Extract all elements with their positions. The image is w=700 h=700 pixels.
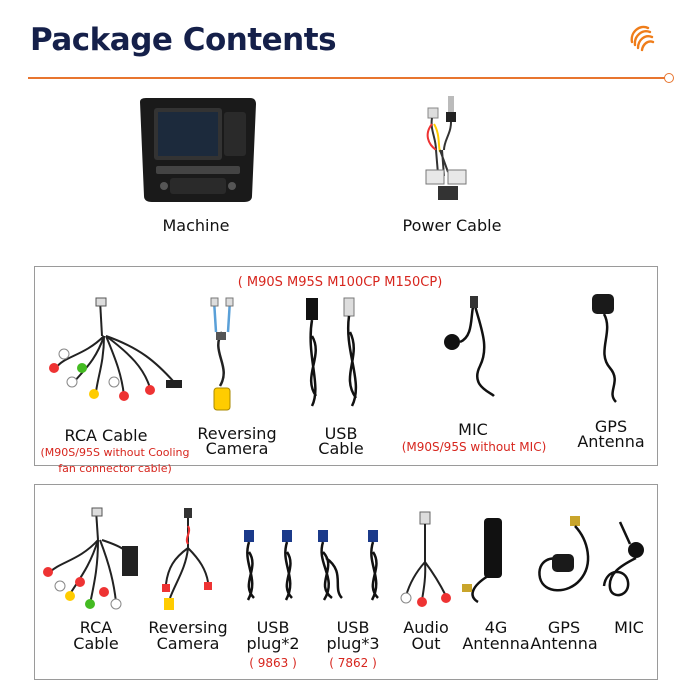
usb-plug-3-code: ( 7862 ) bbox=[329, 656, 377, 670]
usb-plug-2-label-line2: plug*2 bbox=[246, 634, 300, 653]
mic-image-2 bbox=[602, 521, 644, 597]
mic-note: (M90S/95S without MIC) bbox=[401, 440, 547, 454]
4g-antenna-label-line2: Antenna bbox=[462, 634, 530, 653]
rca-cable-note-line1: (M90S/95S without Cooling bbox=[40, 446, 190, 459]
reversing-camera-label-line1: Reversing bbox=[197, 424, 277, 443]
model-list-text: ( M90S M95S M100CP M150CP) bbox=[237, 275, 443, 290]
gps-antenna-image-2 bbox=[538, 516, 590, 592]
audio-out-label-line2: Out bbox=[411, 634, 441, 653]
rca-cable-note-line2: fan connector cable) bbox=[58, 462, 172, 475]
usb-plug-2-code: ( 9863 ) bbox=[249, 656, 297, 670]
usb-plug-2-label-line1: USB bbox=[256, 618, 290, 637]
gps-antenna-label-line1: GPS bbox=[594, 417, 628, 436]
reversing-camera-cable-image-2 bbox=[162, 508, 212, 610]
rca-cable-2-label-line2: Cable bbox=[73, 634, 119, 653]
mic-image bbox=[444, 296, 495, 397]
machine-image bbox=[140, 98, 256, 202]
gps-antenna-2-label-line1: GPS bbox=[547, 618, 581, 637]
gps-antenna-image bbox=[592, 294, 617, 403]
usb-plug-3-label-line2: plug*3 bbox=[326, 634, 380, 653]
reversing-camera-cable-image bbox=[210, 297, 234, 411]
usb-plug-3-image bbox=[318, 530, 379, 601]
rca-cable-label: RCA Cable bbox=[64, 426, 148, 445]
audio-out-label-line1: Audio bbox=[403, 618, 449, 637]
4g-antenna-label-line1: 4G bbox=[484, 618, 508, 637]
accessories-box-2 bbox=[34, 484, 658, 680]
accessories-box-1 bbox=[34, 266, 658, 466]
power-cable-image bbox=[425, 96, 467, 200]
gps-antenna-label-line2: Antenna bbox=[577, 432, 645, 451]
4g-antenna-image bbox=[462, 518, 502, 604]
orange-spiral-logo-icon bbox=[630, 25, 655, 52]
rca-cable-image bbox=[49, 297, 182, 401]
header-divider bbox=[28, 77, 668, 79]
header-divider-end-dot bbox=[664, 73, 674, 83]
reversing-camera-2-label-line1: Reversing bbox=[148, 618, 228, 637]
rca-cable-2-label-line1: RCA bbox=[79, 618, 113, 637]
reversing-camera-2-label-line2: Camera bbox=[156, 634, 220, 653]
usb-cable-label-line2: Cable bbox=[318, 439, 364, 458]
gps-antenna-2-label-line2: Antenna bbox=[530, 634, 598, 653]
usb-plug-2-image bbox=[244, 530, 293, 601]
usb-cable-label-line1: USB bbox=[324, 424, 358, 443]
mic-2-label: MIC bbox=[614, 618, 644, 637]
usb-plug-3-label-line1: USB bbox=[336, 618, 370, 637]
rca-cable-image-2 bbox=[43, 507, 138, 610]
reversing-camera-label-line2: Camera bbox=[205, 439, 269, 458]
audio-out-cable-image bbox=[400, 511, 451, 607]
usb-cable-image bbox=[306, 297, 358, 407]
power-cable-label: Power Cable bbox=[402, 216, 502, 235]
mic-label: MIC bbox=[458, 420, 488, 439]
machine-label: Machine bbox=[162, 216, 230, 235]
page-title: Package Contents bbox=[30, 22, 337, 58]
